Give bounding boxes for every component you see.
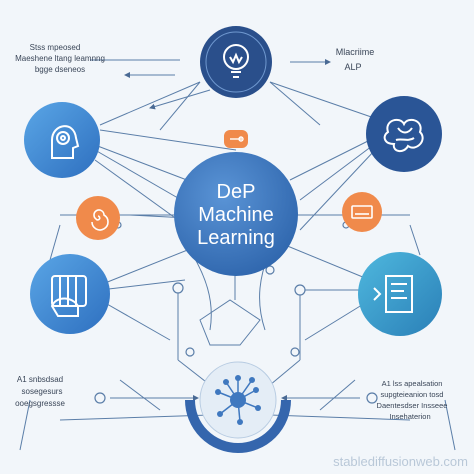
junction-dot xyxy=(94,392,106,404)
neural-network-icon xyxy=(215,375,261,425)
data-server-icon xyxy=(50,275,87,317)
label-bottom-right: A1 lss apealsation supgteieanion tosd Da… xyxy=(377,379,448,421)
label-top-left-line-2: Maeshene ltang leamnng xyxy=(15,54,105,63)
watermark: stablediffusionweb.com xyxy=(333,454,468,469)
junction-dot xyxy=(294,284,306,296)
left-bottom-node xyxy=(30,254,110,334)
label-bottom-right-line-1: A1 lss apealsation xyxy=(382,379,443,388)
head-profile-icon xyxy=(51,125,80,159)
left-orange-node xyxy=(76,196,120,240)
label-top-right: Mlacriime ALP xyxy=(336,47,375,72)
left-top-node xyxy=(24,102,100,178)
center-title-line-2: Machine xyxy=(198,204,274,226)
center-node: DeP Machine Learning xyxy=(174,152,298,276)
junction-dot xyxy=(172,282,184,294)
connector-lines xyxy=(19,59,456,451)
document-icon xyxy=(351,205,373,219)
code-document-icon xyxy=(373,275,413,313)
label-top-left-line-1: Stss mpeosed xyxy=(30,43,81,52)
right-teal-node xyxy=(358,252,442,336)
small-orange-tag xyxy=(224,130,248,148)
junction-dot xyxy=(265,265,275,275)
label-top-right-line-2: ALP xyxy=(344,62,361,72)
junction-dot xyxy=(366,392,378,404)
brain-icon xyxy=(383,118,424,152)
label-bottom-right-line-2: supgteieanion tosd xyxy=(381,390,444,399)
label-top-right-line-1: Mlacriime xyxy=(336,47,375,57)
tag-icon xyxy=(230,136,244,142)
right-orange-node xyxy=(342,192,382,232)
center-title-line-1: DeP xyxy=(217,181,256,203)
junction-dot xyxy=(185,347,195,357)
junction-dot xyxy=(290,347,300,357)
center-title-line-3: Learning xyxy=(197,227,275,249)
spiral-icon xyxy=(91,209,109,231)
label-bottom-left-line-3: ooegsgressse xyxy=(15,399,65,408)
label-bottom-right-line-3: Daentesdser Insseee xyxy=(377,401,448,410)
top-node xyxy=(200,26,272,98)
junction-dots xyxy=(94,221,378,404)
lightbulb-icon xyxy=(223,44,249,78)
label-top-left: Stss mpeosed Maeshene ltang leamnng bgge… xyxy=(15,43,105,74)
label-bottom-left-line-2: sosegesurs xyxy=(22,387,63,396)
label-bottom-left: A1 snbsdsad sosegesurs ooegsgressse xyxy=(15,375,65,408)
bottom-node xyxy=(185,361,291,453)
right-top-node xyxy=(366,96,442,172)
label-bottom-right-line-4: Insehaterion xyxy=(389,412,430,421)
label-bottom-left-line-1: A1 snbsdsad xyxy=(17,375,63,384)
label-top-left-line-3: bgge dseneos xyxy=(35,65,85,74)
